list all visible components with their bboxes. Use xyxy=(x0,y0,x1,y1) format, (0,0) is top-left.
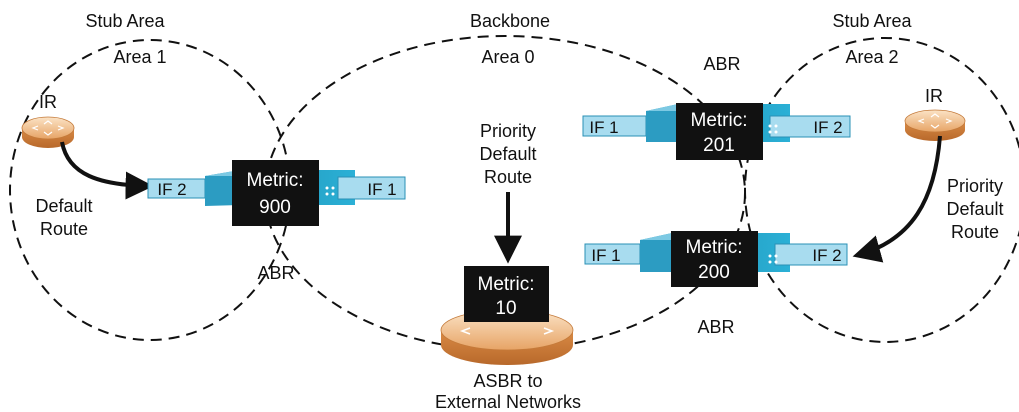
priority-route-center-line2: Default xyxy=(479,144,536,164)
area-2-type: Stub Area xyxy=(832,11,912,31)
abr-left-metric-label: Metric: xyxy=(247,170,304,191)
asbr-metric-box xyxy=(464,266,549,322)
area-1-name: Area 1 xyxy=(113,47,166,67)
abr-top-right-role: ABR xyxy=(703,54,740,74)
abr-bottom-right-metric-value: 200 xyxy=(698,262,730,283)
abr-bottom-right-role: ABR xyxy=(697,317,734,337)
abr-top-right-metric-box xyxy=(676,103,763,160)
priority-route-right-line2: Default xyxy=(946,199,1003,219)
abr-top-right-if-left: IF 1 xyxy=(589,118,618,137)
asbr-metric-label: Metric: xyxy=(478,274,535,295)
abr-bottom-right-if-right: IF 2 xyxy=(812,246,841,265)
abr-bottom-right-metric-box xyxy=(671,231,758,287)
abr-bottom-right-if-left: IF 1 xyxy=(591,246,620,265)
area-2-name: Area 2 xyxy=(845,47,898,67)
area-0-type: Backbone xyxy=(470,11,550,31)
abr-left-if-left: IF 2 xyxy=(157,180,186,199)
area-2-boundary xyxy=(744,37,1019,343)
asbr-caption-line2: External Networks xyxy=(435,392,581,412)
area-0-name: Area 0 xyxy=(481,47,534,67)
default-route-arrow xyxy=(60,141,154,200)
ir-left-router-icon xyxy=(21,116,75,148)
abr-left-metric-box xyxy=(232,160,319,226)
default-route-line1: Default xyxy=(35,196,92,216)
asbr-caption-line1: ASBR to xyxy=(473,371,542,391)
priority-route-right-arrow xyxy=(852,135,942,263)
priority-route-right-line3: Route xyxy=(951,222,999,242)
abr-top-right-metric-value: 201 xyxy=(703,135,735,156)
area-1-type: Stub Area xyxy=(85,11,165,31)
priority-route-right-line1: Priority xyxy=(947,176,1003,196)
default-route-line2: Route xyxy=(40,219,88,239)
priority-route-center-line3: Route xyxy=(484,167,532,187)
ir-right-label: IR xyxy=(925,86,943,106)
abr-top-right-if-right: IF 2 xyxy=(813,118,842,137)
abr-left-metric-value: 900 xyxy=(259,197,291,218)
abr-left-role: ABR xyxy=(257,263,294,283)
abr-bottom-right-metric-label: Metric: xyxy=(686,237,743,258)
abr-top-right-metric-label: Metric: xyxy=(691,110,748,131)
priority-route-center-line1: Priority xyxy=(480,121,536,141)
ir-left-label: IR xyxy=(39,92,57,112)
asbr-metric-value: 10 xyxy=(495,298,516,319)
abr-left-if-right: IF 1 xyxy=(367,180,396,199)
ir-right-router-icon xyxy=(904,109,966,141)
